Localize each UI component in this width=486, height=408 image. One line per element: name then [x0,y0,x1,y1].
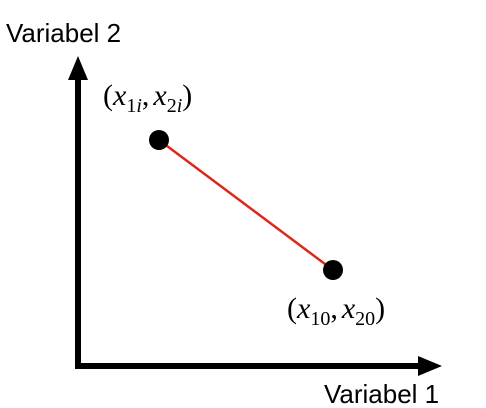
point-2-label: (x10,x20) [287,292,385,330]
x-axis-arrow-icon [418,356,442,376]
y-axis-title: Variabel 2 [6,18,121,48]
data-point-2 [323,260,343,280]
connector-line [158,138,334,272]
y-axis-arrow-icon [68,56,88,80]
x-axis-title: Variabel 1 [324,379,439,408]
point-1-label: (x1i,x2i) [103,79,192,117]
data-point-1 [149,130,169,150]
